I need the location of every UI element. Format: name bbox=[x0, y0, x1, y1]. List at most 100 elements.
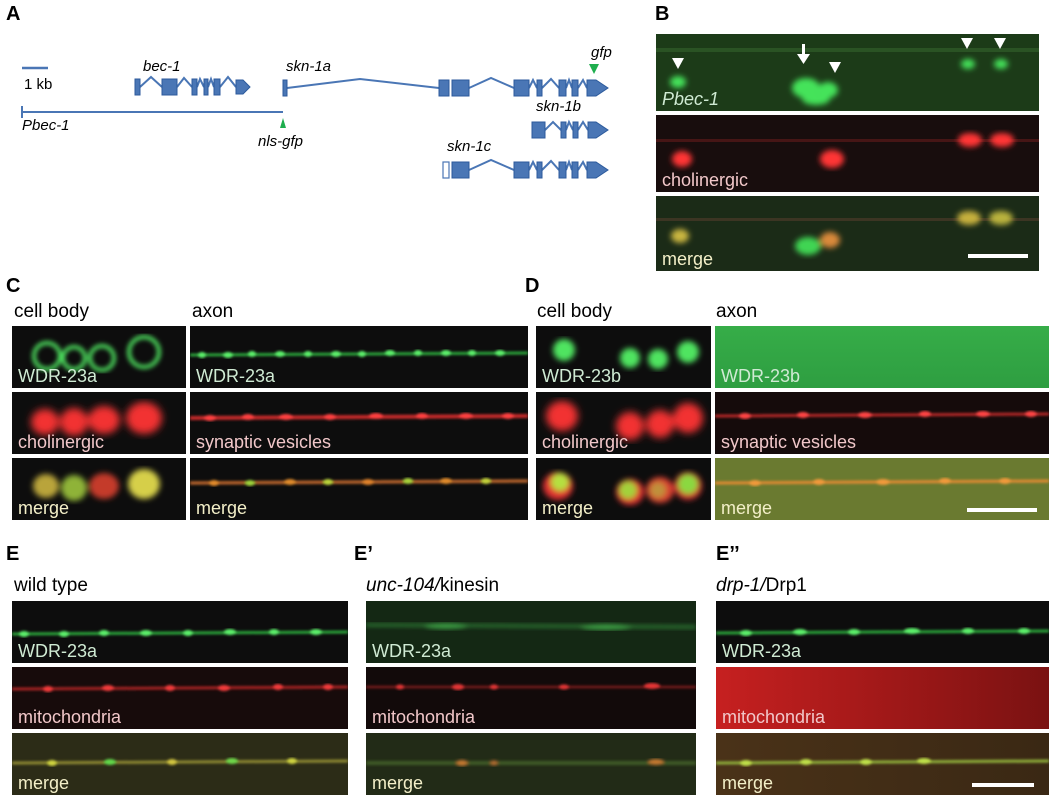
image-label: merge bbox=[542, 498, 594, 518]
panel-label-c: C bbox=[6, 275, 21, 297]
image-label: merge bbox=[722, 773, 774, 793]
scale-label: 1 kb bbox=[24, 76, 53, 93]
image-label: WDR-23a bbox=[18, 641, 98, 661]
panel-label-a: A bbox=[6, 3, 21, 25]
micrograph-c-ax-green: WDR-23a bbox=[190, 326, 528, 388]
micrograph-c-ax-merge: merge bbox=[190, 458, 528, 520]
skn1c-exon bbox=[536, 161, 543, 179]
skn1a-exon bbox=[571, 79, 579, 97]
skn1b-exon-end bbox=[587, 121, 609, 139]
image-label: synaptic vesicles bbox=[196, 432, 332, 452]
bec1-intron bbox=[207, 76, 215, 88]
image-label: WDR-23a bbox=[196, 366, 276, 386]
micrograph-d-ax-merge: merge bbox=[715, 458, 1049, 520]
image-label: WDR-23a bbox=[372, 641, 452, 661]
genotype-italic: unc-104/ bbox=[366, 575, 440, 596]
skn1b-intron bbox=[577, 120, 589, 131]
micrograph-b-merge: merge bbox=[656, 196, 1039, 271]
image-label: mitochondria bbox=[372, 707, 476, 727]
skn1c-utr bbox=[442, 161, 450, 179]
skn1a-exon bbox=[536, 79, 543, 97]
bec1-intron bbox=[176, 76, 193, 88]
gene-label-skn1b: skn-1b bbox=[536, 98, 582, 115]
skn1a-exon-end bbox=[586, 79, 609, 97]
gene-label-skn1c: skn-1c bbox=[447, 138, 492, 155]
scale-bar bbox=[968, 254, 1028, 258]
micrograph-e-merge: merge bbox=[12, 733, 348, 795]
image-label: merge bbox=[18, 773, 70, 793]
panel-label-e-prime: E’ bbox=[354, 543, 373, 565]
gene-label-nlsgfp: nls-gfp bbox=[258, 133, 304, 150]
image-label: merge bbox=[372, 773, 424, 793]
image-label: synaptic vesicles bbox=[721, 432, 857, 452]
arrow-icon bbox=[797, 54, 810, 64]
micrograph-e1-red: mitochondria bbox=[366, 667, 696, 729]
skn1a-exon bbox=[438, 79, 450, 97]
skn1c-intron bbox=[577, 159, 588, 171]
micrograph-c-cb-merge: merge bbox=[12, 458, 186, 520]
micrograph-e1-green: WDR-23a bbox=[366, 601, 696, 663]
skn1b-exon bbox=[560, 121, 567, 139]
column-heading: cell body bbox=[537, 301, 612, 322]
skn1a-intron bbox=[468, 76, 515, 89]
image-label: cholinergic bbox=[542, 432, 629, 452]
panel-label-d: D bbox=[525, 275, 540, 297]
bec1-intron bbox=[196, 76, 205, 88]
skn1a-exon bbox=[513, 79, 530, 97]
micrograph-b-pbec1: Pbec-1 bbox=[656, 34, 1039, 111]
condition-title-e: wild type bbox=[14, 575, 88, 596]
genotype-rest: kinesin bbox=[439, 575, 500, 596]
micrograph-e2-green: WDR-23a bbox=[716, 601, 1049, 663]
skn1a-intron bbox=[541, 77, 560, 89]
micrograph-d-ax-red: synaptic vesicles bbox=[715, 392, 1049, 454]
skn1b-intron bbox=[565, 119, 574, 131]
skn1b-exon bbox=[531, 121, 546, 139]
micrograph-d-cb-green: WDR-23b bbox=[536, 326, 711, 388]
panel-label-e: E bbox=[6, 543, 20, 565]
genotype-rest: Drp1 bbox=[765, 575, 807, 596]
bec1-exon bbox=[191, 78, 198, 96]
condition-title-e-prime: unc-104/kinesin bbox=[366, 576, 499, 595]
micrograph-c-cb-red: cholinergic bbox=[12, 392, 186, 454]
bec1-exon bbox=[213, 78, 221, 96]
arrow-icon bbox=[802, 44, 805, 56]
skn1a-exon bbox=[282, 79, 288, 97]
panel-label-e-double-prime: E’’ bbox=[716, 543, 740, 565]
bec1-intron bbox=[219, 75, 237, 88]
condition-title-e-double-prime: drp-1/Drp1 bbox=[716, 576, 807, 595]
image-label: mitochondria bbox=[18, 707, 122, 727]
image-label: cholinergic bbox=[18, 432, 105, 452]
arrowhead-icon bbox=[672, 58, 684, 69]
scale-bar bbox=[972, 783, 1034, 787]
arrowhead-icon bbox=[829, 62, 841, 73]
skn1a-exon bbox=[451, 79, 470, 97]
micrograph-e-red: mitochondria bbox=[12, 667, 348, 729]
gene-label-pbec1: Pbec-1 bbox=[22, 117, 70, 134]
column-heading: axon bbox=[192, 301, 234, 322]
micrograph-b-cholinergic: cholinergic bbox=[656, 115, 1039, 192]
bec1-exon bbox=[203, 78, 209, 96]
skn1c-intron bbox=[541, 159, 560, 171]
skn1a-intron bbox=[528, 77, 538, 89]
micrograph-d-ax-green: WDR-23b bbox=[715, 326, 1049, 388]
image-label: WDR-23b bbox=[542, 366, 622, 386]
gene-label-bec1: bec-1 bbox=[143, 58, 181, 75]
image-label: Pbec-1 bbox=[662, 89, 720, 109]
skn1b-intron bbox=[544, 120, 562, 131]
image-label: merge bbox=[18, 498, 70, 518]
column-heading: axon bbox=[716, 301, 758, 322]
skn1c-exon bbox=[513, 161, 530, 179]
skn1a-intron bbox=[577, 77, 588, 89]
bec1-exon bbox=[161, 78, 178, 96]
micrograph-d-cb-merge: merge bbox=[536, 458, 711, 520]
skn1a-exon bbox=[558, 79, 567, 97]
micrograph-e-green: WDR-23a bbox=[12, 601, 348, 663]
arrowhead-icon bbox=[961, 38, 973, 49]
gene-diagram bbox=[21, 64, 609, 179]
image-label: cholinergic bbox=[662, 170, 749, 190]
gene-label-gfp: gfp bbox=[591, 44, 612, 61]
column-heading: cell body bbox=[14, 301, 89, 322]
skn1c-intron bbox=[528, 159, 538, 171]
gene-label-skn1a: skn-1a bbox=[286, 58, 332, 75]
